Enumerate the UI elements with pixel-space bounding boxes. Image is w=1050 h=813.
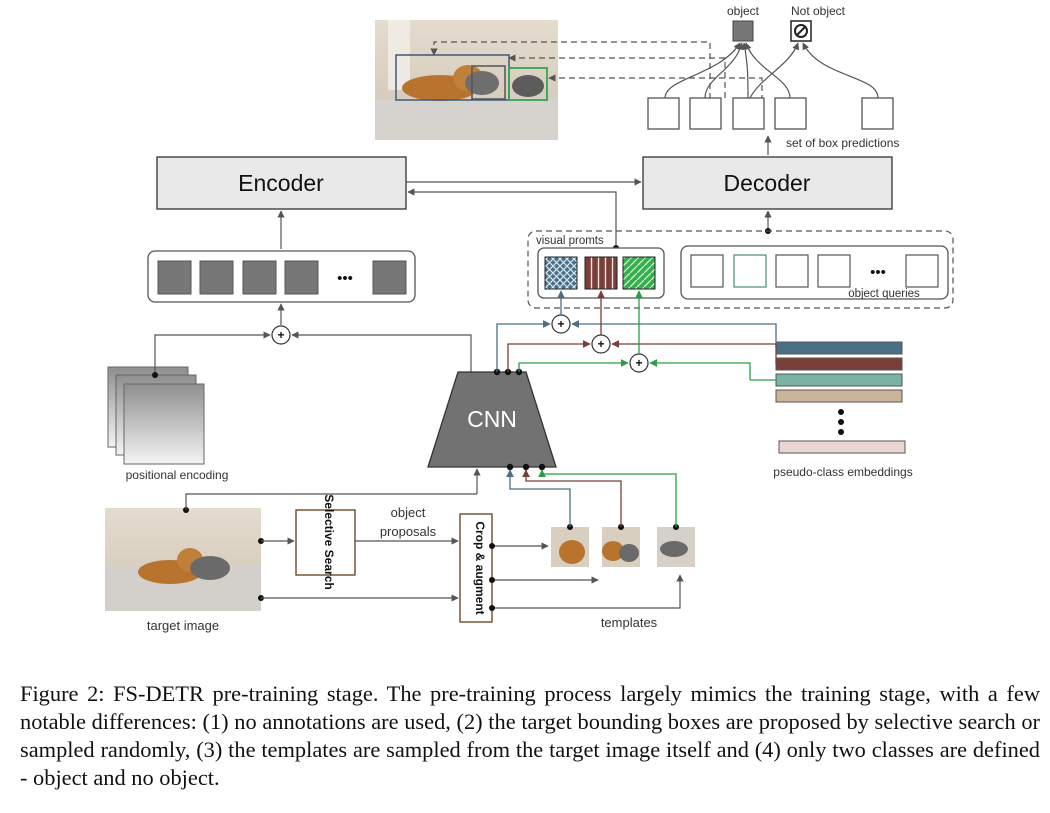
blue-prompt-flow [496,290,777,372]
object-queries-ellipsis: ••• [870,264,886,281]
visual-prompts-label: visual promts [536,235,604,247]
encoder-tokens [157,260,407,295]
prompt-sum-node-brown: + [591,334,611,354]
positional-encoding-label: positional encoding [126,468,229,482]
target-image-label: target image [147,618,219,633]
cnn-input-dots [506,463,546,471]
object-class-box [732,20,754,42]
templates-label: templates [601,615,658,630]
object-query-tokens [690,254,939,288]
svg-text:+: + [557,317,564,331]
target-image-photo [105,508,261,611]
pseudo-class-vertical-ellipsis [838,409,844,435]
pos-enc-dot [152,372,158,378]
positional-encoding-stack [107,366,205,465]
template-crop-2 [602,527,640,567]
class-assignment-arrows [664,42,879,99]
encoder-sum-links [154,303,472,375]
template-to-cnn-links [506,469,677,527]
object-label: object [727,4,760,18]
brown-prompt-flow [507,290,777,372]
svg-text:+: + [635,356,642,370]
not-object-class-box [790,20,812,42]
box-predictions [647,97,894,130]
object-proposals-line2: proposals [380,524,437,539]
not-object-label: Not object [791,4,846,18]
visual-prompt-brown [584,256,618,290]
pseudo-class-embeddings-label: pseudo-class embeddings [773,465,912,479]
template-crop-1 [551,527,589,567]
decoder-box [642,156,893,210]
decoder-label: Decoder [724,170,811,196]
cnn-label: CNN [467,406,517,432]
decoder-input-region [527,230,954,309]
visual-prompt-blue [544,256,578,290]
figure-caption: Figure 2: FS-DETR pre-training stage. Th… [20,681,1040,790]
encoder-sum-node: + [271,325,291,345]
object-proposals-line1: object [391,505,426,520]
pipeline-links [185,493,684,609]
object-queries-label: object queries [848,288,920,300]
svg-text:+: + [277,328,284,342]
cnn-block [427,371,557,468]
top-detection-photo [375,20,558,140]
selective-search-box [295,509,356,576]
encoder-decoder-links [277,178,772,249]
pseudo-class-embeddings [775,341,906,454]
template-crop-3 [657,527,695,567]
encoder-label: Encoder [238,170,324,196]
svg-text:+: + [597,337,604,351]
crop-output-dots [489,543,495,611]
encoder-ellipsis: ••• [337,270,353,287]
prompt-sum-node-blue: + [551,314,571,334]
prompt-sum-node-green: + [629,353,649,373]
visual-prompt-green [622,256,656,290]
crop-augment-label: Crop & augment [473,521,487,614]
crop-augment-box [459,513,493,623]
green-prompt-flow [518,290,776,381]
encoder-box [156,156,407,210]
set-of-box-predictions-label: set of box predictions [786,136,899,150]
selective-search-label: Selective Search [322,494,336,589]
